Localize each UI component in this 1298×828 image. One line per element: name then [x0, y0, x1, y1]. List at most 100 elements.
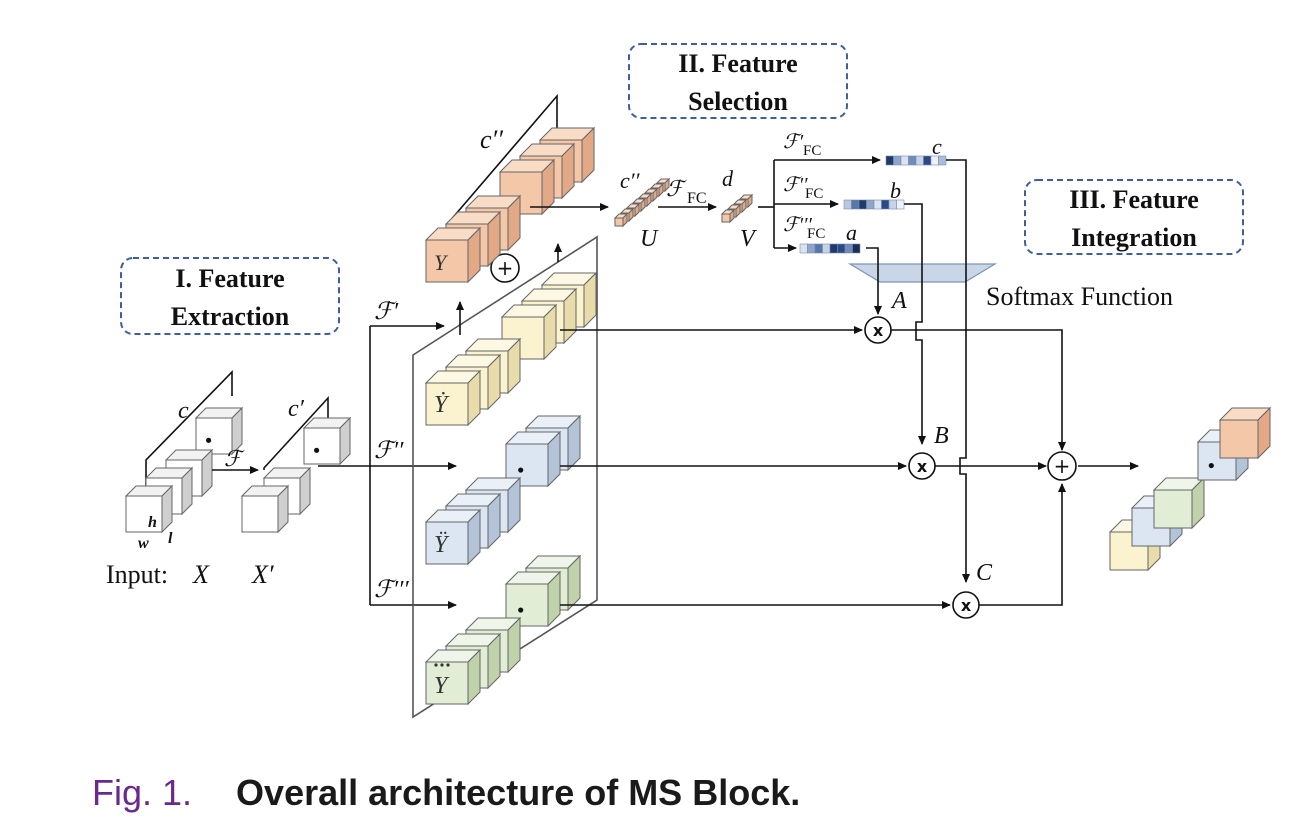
label-FFC-sub: FC: [687, 190, 707, 207]
cube: [194, 406, 244, 456]
vector-cell: [807, 243, 816, 254]
label-d: d: [722, 166, 734, 191]
cube: [1152, 476, 1206, 530]
vector-cell: [799, 243, 808, 254]
caption-fig-number: Fig. 1.: [92, 772, 193, 813]
label-w: w: [138, 535, 149, 552]
dot-marker: [314, 447, 320, 453]
stage-extraction-line1: I. Feature: [175, 264, 284, 293]
stage-extraction-line2: Extraction: [171, 302, 290, 331]
cube: [240, 484, 290, 534]
vector-cell: [814, 243, 823, 254]
label-F: ℱ: [224, 446, 245, 471]
cube: [124, 484, 174, 534]
svg-text:x: x: [917, 457, 928, 476]
cube: [424, 369, 482, 427]
stage-box-extraction: I. Feature Extraction: [120, 257, 340, 335]
label-Ydot: Ẏ: [434, 392, 450, 418]
label-cpp: c′′: [480, 125, 503, 154]
branch-frame: [412, 235, 598, 719]
figure-caption: Fig. 1. Overall architecture of MS Block.: [92, 772, 800, 814]
label-vec-a: a: [846, 220, 857, 245]
vector-cell: [885, 155, 894, 166]
output-cubes: [1108, 406, 1272, 572]
x-prime-cubes: c′ X′: [240, 395, 352, 589]
plus-node-sum: +: [490, 253, 520, 283]
label-FCppp-sub: FC: [807, 226, 825, 242]
vector-cell: [915, 155, 924, 166]
label-FCpp-sub: FC: [805, 186, 823, 202]
cube: [504, 570, 562, 628]
label-cp: c′: [288, 396, 305, 422]
label-Y: Y: [434, 250, 449, 275]
vector-cell: [893, 155, 902, 166]
u-vector-stack: [613, 177, 671, 228]
y-orange-cubes: c′′ Y: [424, 93, 596, 284]
vector-cell: [866, 199, 875, 210]
cube: [720, 208, 736, 224]
label-FFC: ℱ: [666, 176, 687, 201]
cube: [424, 226, 482, 284]
label-cpp-u: c′′: [620, 168, 641, 193]
label-X: X: [192, 560, 210, 589]
stage-box-integration: III. Feature Integration: [1024, 179, 1244, 255]
label-vec-b: b: [890, 178, 901, 203]
vector-cell: [843, 199, 852, 210]
label-c: c: [178, 398, 189, 424]
label-Fpp: ℱ′′: [374, 438, 404, 464]
green-branch-cubes: [424, 554, 582, 706]
main-flows: [560, 326, 1139, 609]
vector-cell: [852, 243, 861, 254]
vector-cell: [873, 199, 882, 210]
label-vec-c: c: [932, 134, 942, 159]
vector-c: [885, 155, 947, 166]
label-FCp-sub: FC: [803, 143, 821, 159]
cube: [302, 416, 352, 466]
multiply-node-c: x: [952, 591, 980, 619]
yellow-branch-cubes: [424, 271, 598, 427]
fc-branches: [758, 156, 881, 252]
dot-marker: [518, 607, 524, 613]
vector-cell: [908, 155, 917, 166]
stage-selection-line1: II. Feature: [678, 49, 797, 78]
label-Fp: ℱ′: [374, 299, 399, 325]
blue-branch-cubes: [424, 414, 582, 566]
dot-marker: [1208, 462, 1214, 469]
vector-a: [799, 243, 861, 254]
label-FCp: ℱ′: [783, 131, 804, 153]
label-U: U: [640, 226, 659, 252]
svg-text:x: x: [873, 321, 884, 340]
label-Xp: X′: [251, 560, 274, 589]
label-V: V: [740, 226, 757, 252]
caption-title: Overall architecture of MS Block.: [236, 772, 801, 813]
label-B: B: [934, 423, 949, 449]
dot-marker: [206, 437, 212, 443]
stage-integration-line1: III. Feature: [1069, 185, 1199, 214]
label-l: l: [168, 530, 173, 547]
label-Fppp: ℱ′′′: [374, 577, 409, 603]
vector-b: [843, 199, 905, 210]
vector-cell: [837, 243, 846, 254]
stage-integration-line2: Integration: [1071, 223, 1197, 252]
label-FCpp: ℱ′′: [783, 174, 808, 196]
svg-text:x: x: [961, 596, 972, 615]
cube: [1218, 406, 1272, 460]
cube: [424, 508, 482, 566]
vector-cell: [829, 243, 838, 254]
multiply-node-b: x: [908, 452, 936, 480]
ms-block-diagram: I. Feature Extraction II. Feature Select…: [106, 43, 1272, 719]
label-softmax: Softmax Function: [986, 282, 1173, 311]
svg-text:+: +: [497, 256, 514, 280]
vector-cell: [881, 199, 890, 210]
label-FCppp: ℱ′′′: [783, 214, 812, 236]
cube: [504, 430, 562, 488]
vector-cell: [844, 243, 853, 254]
triple-dot-mark: [434, 663, 450, 667]
stage-selection-line2: Selection: [688, 87, 788, 116]
input-x-cubes: c h w l Input: X: [106, 370, 244, 589]
svg-text:+: +: [1054, 454, 1071, 478]
v-vector-stack: [720, 193, 754, 224]
label-h: h: [148, 514, 157, 531]
label-Ytdot: Y: [434, 673, 450, 699]
vector-cell: [858, 199, 867, 210]
